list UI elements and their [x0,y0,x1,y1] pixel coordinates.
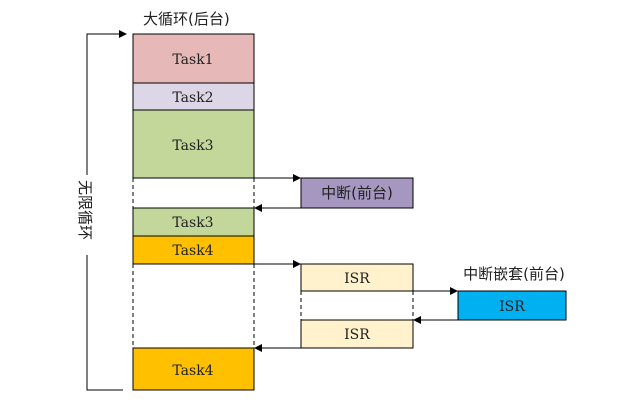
task3-resume-label: Task3 [172,215,213,231]
nested-isr-label: ISR [499,299,525,315]
task4-resume-label: Task4 [172,363,213,379]
task1-label: Task1 [172,52,213,68]
task2-label: Task2 [172,90,213,106]
nested-isr-block [457,290,567,321]
flow-arrows [254,174,458,352]
isr-resume-label: ISR [344,327,370,343]
loop-label: 无限循环 [76,180,94,240]
task4-label: Task4 [172,243,213,259]
loop-bracket [86,30,127,391]
task3-resume-block [132,207,255,237]
nested-interrupt-title: 中断嵌套(前台) [463,265,565,283]
isr-resume-block [300,319,414,349]
task2-block [132,82,255,111]
task3-label: Task3 [172,138,213,154]
task1-block [132,33,255,84]
interrupt-label: 中断(前台) [321,184,393,202]
isr-block [300,263,414,292]
task4-resume-block [132,347,255,391]
suspended-gaps [132,178,414,348]
isr-label: ISR [344,271,370,287]
interrupt-block [300,177,414,209]
main-loop-title: 大循环(后台) [143,10,230,28]
task4-block [132,235,255,265]
task3-block [132,109,255,179]
